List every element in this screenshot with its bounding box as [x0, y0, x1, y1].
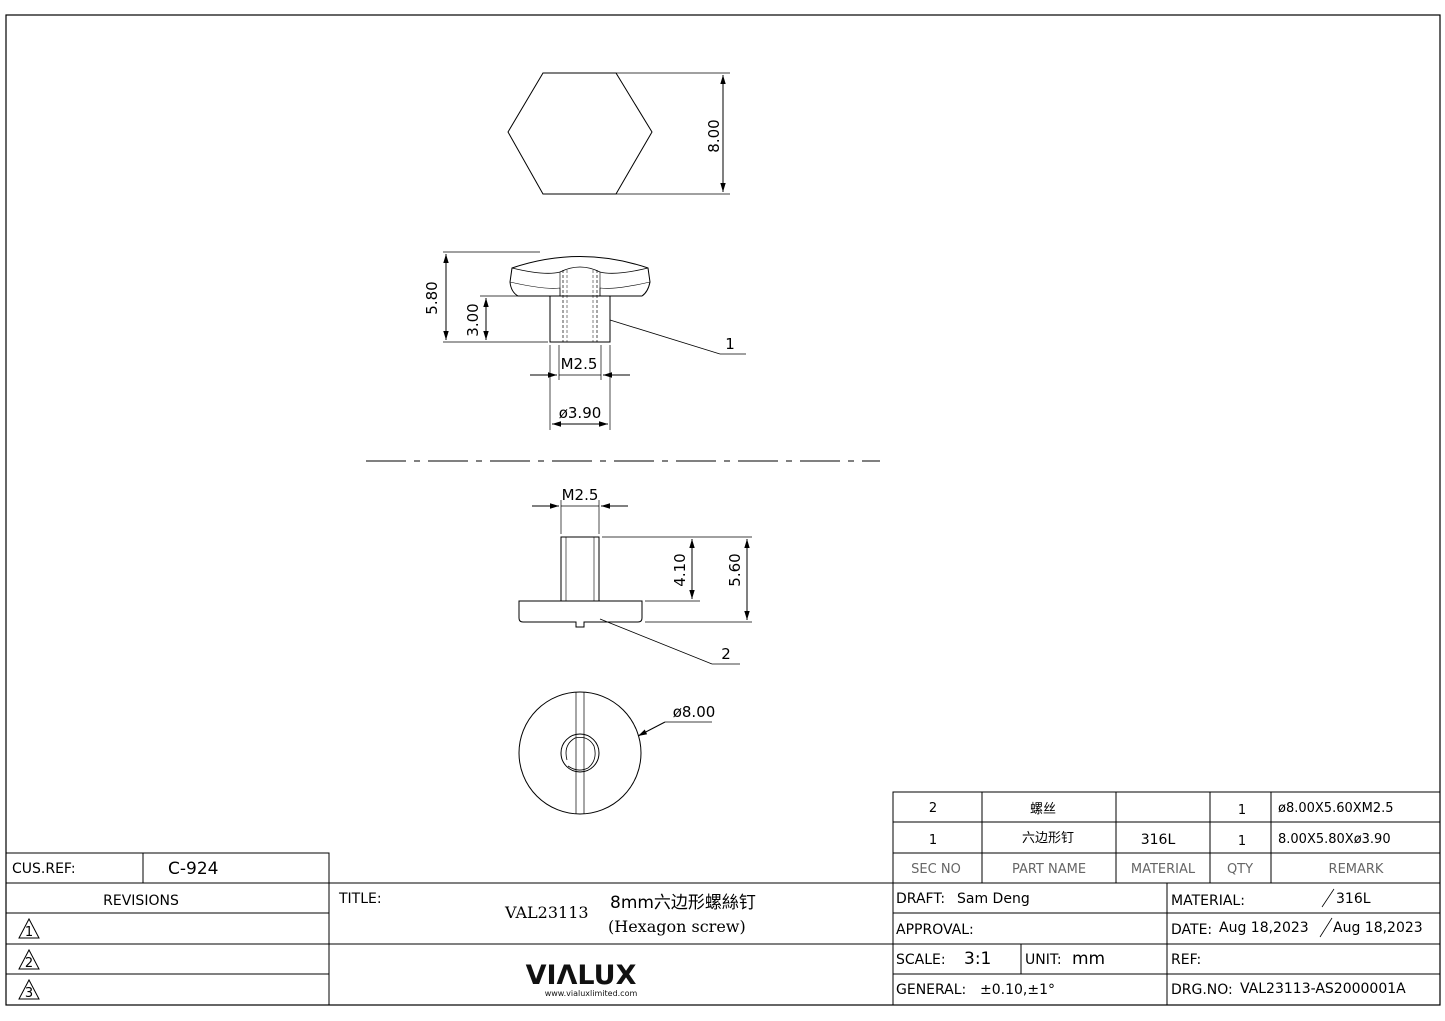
- dim-screw-head-diameter: ø8.00: [673, 703, 716, 721]
- ref-label: REF:: [1171, 952, 1201, 968]
- date-value-2: Aug 18,2023: [1333, 920, 1423, 936]
- title-label: TITLE:: [338, 891, 382, 907]
- date-label: DATE:: [1171, 922, 1212, 938]
- revision-mark-3: 3: [25, 986, 33, 1001]
- bom-row-1-qty: 1: [1238, 834, 1246, 849]
- bom-row-1-remark: 8.00X5.80Xø3.90: [1278, 832, 1391, 847]
- title-sub: (Hexagon screw): [608, 917, 746, 936]
- screw-top-view: [518, 691, 712, 815]
- general-value: ±0.10,±1°: [980, 982, 1055, 998]
- material-label: MATERIAL:: [1171, 893, 1245, 909]
- title-block-grid: [5, 852, 1440, 1006]
- revision-mark-2: 2: [25, 956, 33, 971]
- drg-no-value: VAL23113-AS2000001A: [1240, 981, 1406, 997]
- company-url: www.vialuxlimited.com: [545, 989, 638, 998]
- scale-value: 3:1: [964, 949, 991, 969]
- cus-ref-label: CUS.REF:: [12, 861, 76, 877]
- dim-hex-height: 8.00: [705, 119, 723, 152]
- approval-label: APPROVAL:: [896, 922, 974, 938]
- cus-ref-value: C-924: [168, 859, 218, 879]
- bom-row-1-sec-no: 1: [929, 833, 937, 848]
- bom-header-remark: REMARK: [1329, 862, 1384, 877]
- dim-nut-total-height: 5.80: [423, 281, 441, 314]
- bom-header-material: MATERIAL: [1131, 862, 1196, 877]
- balloon-part-2: 2: [721, 645, 731, 663]
- bom-row-1-material: 316L: [1141, 832, 1176, 848]
- balloon-part-1: 1: [725, 335, 735, 353]
- bom-row-2-remark: ø8.00X5.60XM2.5: [1278, 801, 1394, 816]
- bom-row-2-part-name: 螺丝: [1030, 802, 1056, 817]
- unit-value: mm: [1072, 949, 1105, 969]
- title-name: 8mm六边形螺絲钉: [610, 893, 756, 913]
- dim-nut-diameter: ø3.90: [559, 404, 602, 422]
- sheet-border: [5, 14, 1441, 1006]
- dim-screw-total-length: 5.60: [726, 553, 744, 586]
- dim-nut-thread: M2.5: [561, 355, 598, 373]
- bom-row-1-part-name: 六边形钉: [1022, 831, 1074, 846]
- revision-triangle-icon: [18, 978, 40, 1000]
- draft-label: DRAFT:: [896, 891, 945, 907]
- revision-mark-1: 1: [25, 925, 33, 940]
- revision-triangle-icon: [18, 917, 40, 939]
- revision-marks: [18, 917, 40, 1000]
- revision-triangle-icon: [18, 948, 40, 970]
- dim-nut-bore-depth: 3.00: [464, 303, 482, 336]
- material-value: 316L: [1336, 891, 1371, 907]
- scale-label: SCALE:: [896, 952, 946, 968]
- title-code: VAL23113: [504, 903, 589, 922]
- hex-top-view: [507, 72, 730, 195]
- revisions-label: REVISIONS: [103, 893, 179, 909]
- date-value-1: Aug 18,2023: [1219, 920, 1309, 936]
- bom-header-sec-no: SEC NO: [911, 862, 961, 877]
- company-logo: VIΛLUX: [526, 960, 637, 991]
- bom-header-part-name: PART NAME: [1012, 862, 1086, 877]
- bom-row-2-sec-no: 2: [929, 801, 937, 816]
- hex-nut-side-view: [443, 251, 746, 430]
- drg-no-label: DRG.NO:: [1171, 982, 1233, 998]
- unit-label: UNIT:: [1025, 952, 1062, 968]
- draft-value: Sam Deng: [957, 891, 1030, 907]
- bom-table: [892, 791, 1441, 884]
- screw-side-view: [518, 500, 752, 665]
- dim-screw-thread: M2.5: [562, 486, 599, 504]
- bom-header-qty: QTY: [1227, 862, 1253, 877]
- dim-screw-shank-length: 4.10: [671, 553, 689, 586]
- bom-row-2-qty: 1: [1238, 803, 1246, 818]
- general-label: GENERAL:: [896, 982, 966, 998]
